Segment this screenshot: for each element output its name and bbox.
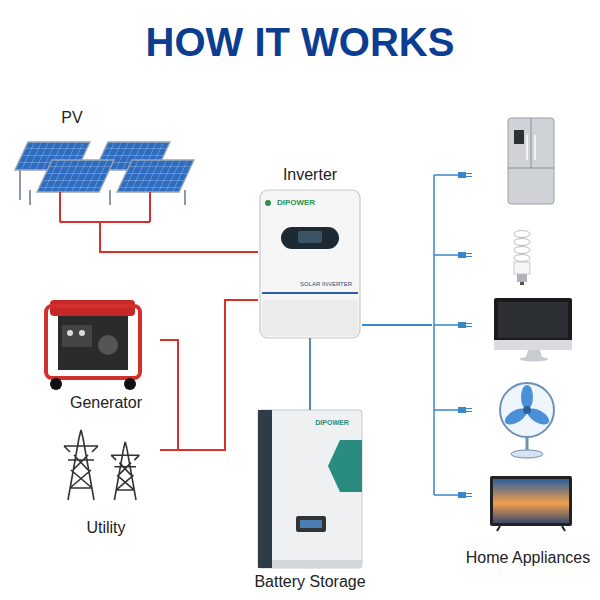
diagram-title: HOW IT WORKS bbox=[146, 19, 455, 65]
generator-panel bbox=[62, 325, 92, 347]
pylon bbox=[64, 430, 98, 500]
battery-screen bbox=[300, 520, 322, 528]
battery-body bbox=[258, 410, 362, 568]
bulb-coil bbox=[514, 231, 530, 238]
bulb-coil bbox=[514, 247, 530, 254]
appliance-bus bbox=[434, 175, 458, 495]
wire bbox=[160, 300, 258, 450]
bulb-tip bbox=[520, 282, 524, 285]
wire bbox=[160, 300, 258, 450]
wire bbox=[362, 324, 432, 326]
brand-logo: DIPOWER bbox=[277, 198, 315, 207]
fan-base bbox=[511, 450, 543, 458]
component-node: Home Appliances bbox=[432, 105, 598, 572]
monitor-stand bbox=[526, 350, 542, 357]
inverter-lower-panel bbox=[262, 300, 358, 336]
bulb-coil bbox=[514, 239, 530, 246]
component-node: Generator bbox=[40, 295, 160, 415]
monitor bbox=[494, 298, 572, 350]
generator-wheel bbox=[50, 378, 62, 390]
tv bbox=[490, 476, 572, 526]
battery-chevron bbox=[328, 440, 362, 492]
generator-frame bbox=[46, 306, 140, 378]
monitor-base bbox=[520, 357, 548, 362]
brand-logo: DIPOWER bbox=[315, 419, 348, 427]
solar-panel bbox=[37, 160, 114, 192]
generator-wheel bbox=[124, 378, 136, 390]
pylon bbox=[111, 442, 139, 500]
component-label: Utility bbox=[86, 519, 125, 537]
logo-mark bbox=[265, 200, 271, 206]
wire bbox=[309, 338, 311, 410]
component-label: PV bbox=[61, 109, 82, 127]
fridge-doors bbox=[508, 118, 554, 168]
solar-panel bbox=[37, 160, 114, 192]
battery-base bbox=[272, 560, 362, 568]
plug-prongs bbox=[466, 174, 472, 497]
monitor-chin bbox=[494, 340, 572, 350]
solar-panel bbox=[117, 160, 194, 192]
plug bbox=[458, 172, 466, 178]
inverter-stripe bbox=[262, 292, 358, 294]
panel-wire bbox=[60, 192, 150, 235]
fridge-handles bbox=[527, 135, 535, 160]
inverter-screen bbox=[298, 231, 322, 243]
component-node: Utility bbox=[55, 425, 160, 540]
bulb-base bbox=[514, 262, 530, 274]
tv-screen bbox=[493, 479, 569, 523]
bulb-coil bbox=[514, 255, 530, 262]
generator-gauge bbox=[79, 330, 85, 336]
inverter-display bbox=[281, 227, 339, 249]
fan-hub bbox=[523, 406, 531, 414]
component-label: Generator bbox=[70, 394, 142, 412]
plug bbox=[458, 322, 466, 328]
device-caption: SOLAR INVERTER bbox=[300, 281, 352, 288]
plug bbox=[458, 407, 466, 413]
generator-gauge bbox=[67, 330, 73, 336]
battery-strip bbox=[258, 410, 272, 568]
plug bbox=[458, 492, 466, 498]
bulb-screw bbox=[517, 274, 527, 282]
inverter-body bbox=[260, 190, 360, 338]
fan-guard bbox=[500, 383, 554, 437]
wire bbox=[100, 235, 258, 252]
fridge bbox=[508, 118, 554, 204]
component-label: Battery Storage bbox=[254, 573, 365, 591]
fan-blade bbox=[521, 385, 533, 409]
component-node: Battery Storage DIPOWER bbox=[245, 410, 375, 595]
component-label: Home Appliances bbox=[466, 549, 591, 567]
tv-feet bbox=[497, 526, 565, 531]
fridge-dispenser bbox=[514, 130, 524, 144]
component-label: Inverter bbox=[283, 166, 337, 184]
generator-engine bbox=[58, 312, 128, 370]
plug bbox=[458, 252, 466, 258]
monitor-screen bbox=[498, 302, 568, 338]
component-node: InverterDIPOWER SOLAR INVERTER bbox=[258, 160, 362, 338]
battery-display bbox=[296, 516, 326, 532]
solar-panel bbox=[117, 160, 194, 192]
component-node: PV bbox=[0, 105, 200, 235]
generator-motor bbox=[98, 335, 118, 355]
